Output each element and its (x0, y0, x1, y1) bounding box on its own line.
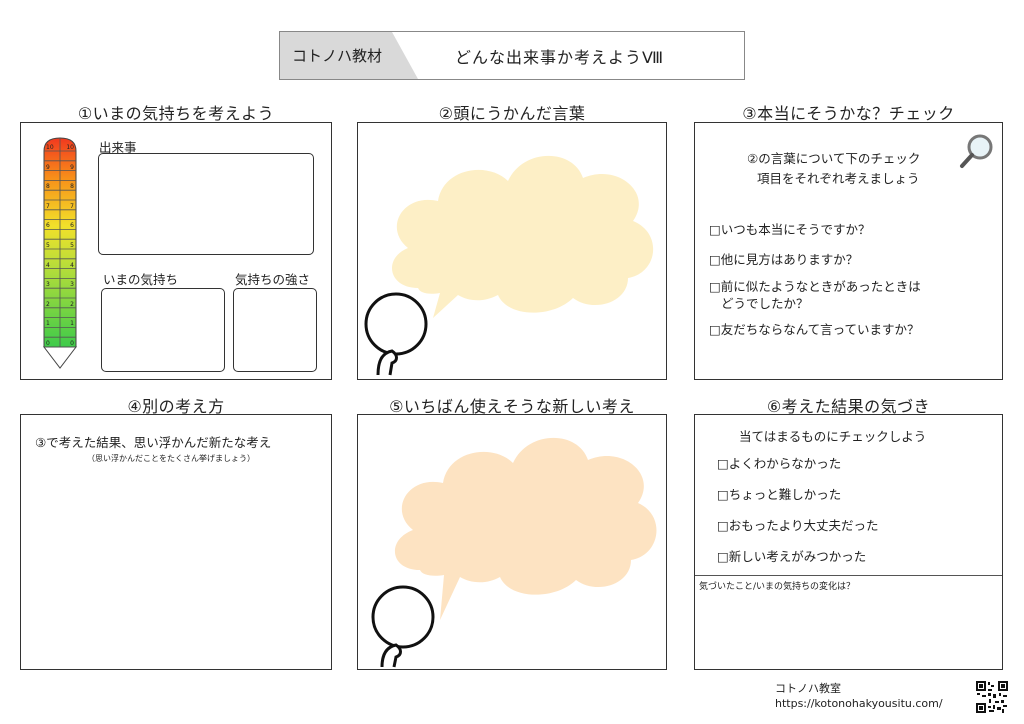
divider (695, 575, 1002, 576)
meter-label: 7 (70, 202, 74, 210)
panel-automatic-thought[interactable] (357, 122, 667, 380)
meter-label: 1 (70, 320, 74, 328)
meter-label: 6 (46, 222, 50, 230)
strength-label: 気持ちの強さ (235, 272, 311, 287)
event-label: 出来事 (99, 140, 137, 155)
meter-label: 1 (46, 320, 50, 328)
check-item-4[interactable]: □友だちならなんて言っていますか？ (709, 322, 920, 337)
header-tag-text: コトノハ教材 (292, 47, 383, 65)
meter-label: 3 (46, 281, 50, 289)
meter-label: 9 (46, 163, 50, 171)
meter-label: 8 (46, 183, 50, 191)
section-6-title: ⑥考えた結果の気づき (766, 397, 931, 416)
meter-label: 0 (46, 340, 50, 347)
insight-footer-prompt: 気づいたこと/いまの気持ちの変化は？ (699, 582, 856, 592)
meter-label: 2 (46, 300, 50, 308)
insight-item-3[interactable]: □おもったより大丈夫だった (717, 518, 879, 533)
insight-item-2[interactable]: □ちょっと難しかった (717, 487, 842, 502)
section-3-title: ③本当にそうかな？チェック (742, 104, 955, 123)
panel-reality-check: ②の言葉について下のチェック 項目をそれぞれ考えましょう □いつも本当にそうです… (694, 122, 1003, 380)
section-4-title: ④別の考え方 (127, 397, 225, 416)
meter-label: 0 (70, 340, 74, 347)
meter-label: 8 (70, 183, 74, 191)
qr-code (975, 680, 1009, 714)
thought-bubble-1 (364, 155, 654, 376)
meter-label: 4 (70, 261, 74, 269)
section-2-title: ②頭にうかんだ言葉 (438, 104, 586, 123)
meter-label: 5 (70, 242, 74, 249)
meter-label: 7 (46, 202, 50, 210)
check-intro-line1: ②の言葉について下のチェック (747, 151, 921, 166)
alt-thought-prompt: ③で考えた結果、思い浮かんだ新たな考え (35, 435, 272, 450)
header-tag: コトノハ教材 (280, 32, 418, 79)
section-5-title: ⑤いちばん使えそうな新しい考え (389, 397, 635, 416)
footer-org: コトノハ教室 (775, 682, 841, 695)
meter-label: 10 (46, 144, 54, 151)
insight-item-1[interactable]: □よくわからなかった (717, 456, 842, 471)
panel-alternative-thoughts[interactable]: ③で考えた結果、思い浮かんだ新たな考え （思い浮かんだことをたくさん挙げましょう… (20, 414, 332, 670)
panel-insights: 当てはまるものにチェックしよう □よくわからなかった □ちょっと難しかった □お… (694, 414, 1003, 670)
check-item-1[interactable]: □いつも本当にそうですか？ (709, 222, 871, 237)
insight-item-4[interactable]: □新しい考えがみつかった (717, 549, 867, 564)
feeling-input-box[interactable] (101, 288, 225, 372)
panel-best-new-thought[interactable] (357, 414, 667, 670)
footer-url[interactable]: https://kotonohakyousitu.com/ (775, 697, 943, 710)
feeling-strength-meter (43, 137, 77, 369)
event-input-box[interactable] (98, 153, 314, 255)
meter-label: 4 (46, 261, 50, 269)
meter-label: 6 (70, 222, 74, 230)
check-intro-line2: 項目をそれぞれ考えましょう (757, 171, 920, 186)
feeling-label: いまの気持ち (103, 272, 179, 287)
meter-label: 10 (66, 144, 74, 151)
meter-label: 9 (70, 163, 74, 171)
thought-bubble-2 (371, 437, 657, 668)
check-item-3[interactable]: □前に似たようなときがあったときは (709, 279, 921, 294)
header-banner: コトノハ教材 どんな出来事か考えようⅧ (279, 31, 745, 80)
check-item-2[interactable]: □他に見方はありますか？ (709, 252, 859, 267)
insight-intro: 当てはまるものにチェックしよう (739, 429, 927, 444)
alt-thought-note: （思い浮かんだことをたくさん挙げましょう） (87, 454, 255, 463)
meter-label: 5 (46, 242, 50, 249)
magnifier-icon (960, 134, 993, 168)
section-1-title: ①いまの気持ちを考えよう (77, 104, 275, 123)
check-item-3-cont: どうでしたか？ (721, 296, 809, 311)
meter-label: 3 (70, 281, 74, 289)
strength-input-box[interactable] (233, 288, 317, 372)
page-title: どんな出来事か考えようⅧ (455, 48, 665, 67)
meter-label: 2 (70, 300, 74, 308)
